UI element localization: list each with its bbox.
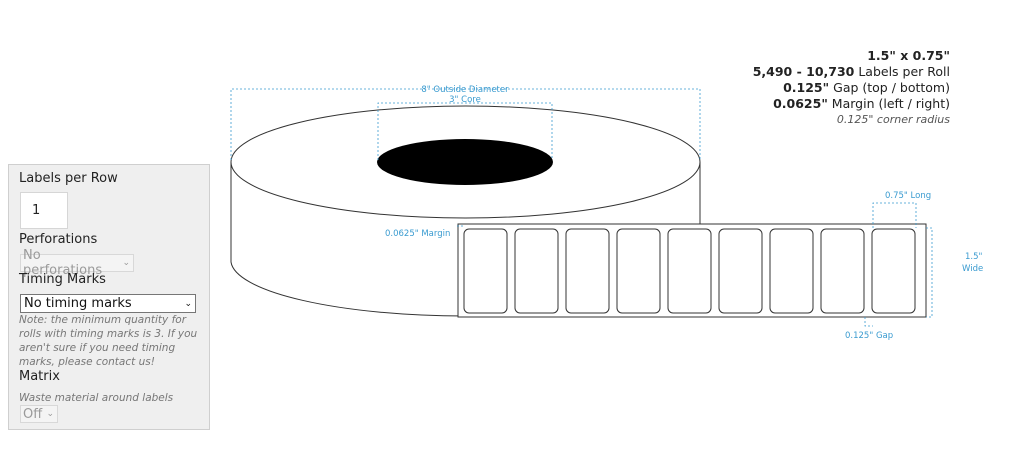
chevron-down-icon: ⌄ bbox=[184, 298, 192, 309]
timing-marks-select-value: No timing marks bbox=[24, 296, 132, 311]
labels-per-row-input[interactable]: 1 bbox=[20, 192, 68, 229]
matrix-select[interactable]: Off ⌄ bbox=[20, 405, 58, 423]
outside-diameter-label: 8" Outside Diameter bbox=[421, 85, 509, 95]
core-label: 3" Core bbox=[449, 95, 481, 105]
timing-marks-note: Note: the minimum quantity for rolls wit… bbox=[19, 314, 198, 368]
label-shape bbox=[514, 228, 559, 314]
label-shape bbox=[667, 228, 712, 314]
matrix-note: Waste material around labels bbox=[19, 392, 174, 404]
wide-label: Wide bbox=[962, 264, 983, 274]
labels-per-roll: 5,490 - 10,730 Labels per Roll bbox=[752, 64, 950, 79]
margin-spec: 0.0625" Margin (left / right) bbox=[773, 96, 950, 111]
label-shape bbox=[718, 228, 763, 314]
label-shape bbox=[820, 228, 865, 314]
matrix-select-value: Off bbox=[23, 406, 43, 422]
gap-label: 0.125" Gap bbox=[845, 331, 893, 341]
label-size: 1.5" x 0.75" bbox=[867, 48, 950, 63]
gap-spec: 0.125" Gap (top / bottom) bbox=[783, 80, 950, 95]
label-shape bbox=[871, 228, 916, 314]
wide-value: 1.5" bbox=[965, 252, 983, 262]
roll-core bbox=[377, 139, 553, 185]
corner-radius: 0.125" corner radius bbox=[836, 113, 950, 126]
labels-per-row-label: Labels per Row bbox=[19, 171, 118, 186]
perforations-select[interactable]: No perforations ⌄ bbox=[20, 248, 134, 278]
long-label: 0.75" Long bbox=[885, 191, 931, 201]
timing-marks-label: Timing Marks bbox=[19, 272, 106, 287]
matrix-label: Matrix bbox=[19, 369, 60, 384]
margin-label: 0.0625" Margin bbox=[385, 229, 450, 239]
outside-diameter-dimension bbox=[230, 88, 933, 327]
chevron-down-icon: ⌄ bbox=[122, 258, 130, 268]
options-panel: Labels per Row 1 Perforations No perfora… bbox=[8, 164, 210, 430]
perforations-label: Perforations bbox=[19, 232, 98, 247]
timing-marks-select[interactable]: No timing marks ⌄ bbox=[20, 294, 196, 313]
label-shape bbox=[769, 228, 814, 314]
label-shape bbox=[616, 228, 661, 314]
perforations-select-value: No perforations bbox=[23, 248, 103, 278]
label-shape bbox=[463, 228, 508, 314]
label-strip bbox=[463, 228, 916, 314]
label-spec: 1.5" x 0.75" 5,490 - 10,730 Labels per R… bbox=[753, 48, 950, 127]
label-shape bbox=[565, 228, 610, 314]
chevron-down-icon: ⌄ bbox=[46, 409, 54, 419]
